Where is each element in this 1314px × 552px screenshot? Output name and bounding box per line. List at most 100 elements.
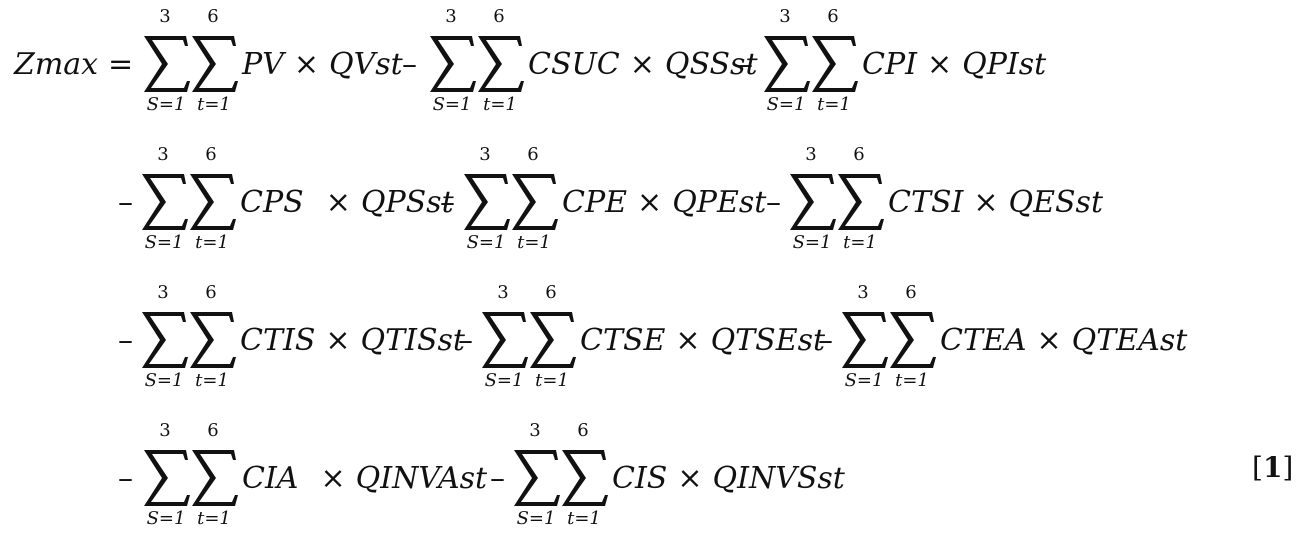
minus-sign: –	[440, 185, 455, 220]
summation-inner: 6 t=1	[888, 284, 938, 394]
summation-inner: 6 t=1	[190, 8, 240, 118]
summation-lower-limit: S=1	[432, 94, 472, 115]
summation-sign-icon	[514, 450, 560, 506]
summation-lower-limit: t=1	[483, 94, 517, 115]
summation-upper-limit: 3	[497, 282, 509, 303]
quantity-variable: QVst	[329, 47, 403, 82]
times-sign: ×	[325, 185, 351, 220]
summation-sign-icon	[512, 174, 558, 230]
summation-sign-icon	[482, 312, 528, 368]
equals-sign: =	[108, 47, 134, 82]
minus-sign: –	[738, 47, 753, 82]
summation-lower-limit: S=1	[484, 370, 524, 391]
summation-sign-icon	[142, 174, 188, 230]
times-sign: ×	[675, 323, 701, 358]
summation-inner: 6 t=1	[836, 146, 886, 256]
minus-sign: –	[458, 323, 473, 358]
cost-coefficient: CSUC	[528, 47, 620, 82]
times-sign: ×	[629, 47, 655, 82]
cost-coefficient: CPE	[562, 185, 628, 220]
summation-sign-icon	[842, 312, 888, 368]
summation-lower-limit: t=1	[817, 94, 851, 115]
summation-lower-limit: t=1	[567, 508, 601, 529]
summation-upper-limit: 6	[207, 6, 219, 27]
summation-lower-limit: t=1	[197, 508, 231, 529]
summation-sign-icon	[764, 36, 810, 92]
quantity-variable: QINVSst	[712, 461, 845, 496]
summation-upper-limit: 3	[157, 282, 169, 303]
cost-coefficient: CTSE	[580, 323, 666, 358]
summation-upper-limit: 6	[207, 420, 219, 441]
times-sign: ×	[637, 185, 663, 220]
times-sign: ×	[325, 323, 351, 358]
cost-coefficient: CPS	[240, 185, 304, 220]
minus-sign: –	[766, 185, 781, 220]
cost-coefficient: CPI	[862, 47, 917, 82]
summation-upper-limit: 6	[493, 6, 505, 27]
summation-lower-limit: S=1	[144, 232, 184, 253]
summation-upper-limit: 3	[159, 6, 171, 27]
summation-lower-limit: S=1	[766, 94, 806, 115]
quantity-variable: QPSst	[360, 185, 454, 220]
summation-sign-icon	[190, 174, 236, 230]
summation-upper-limit: 3	[479, 144, 491, 165]
minus-sign: –	[402, 47, 417, 82]
summation-sign-icon	[192, 450, 238, 506]
summation-upper-limit: 6	[853, 144, 865, 165]
summation-lower-limit: t=1	[197, 94, 231, 115]
equation-number-open-bracket: [	[1252, 451, 1263, 484]
summation-lower-limit: S=1	[144, 370, 184, 391]
summation-sign-icon	[464, 174, 510, 230]
summation-lower-limit: S=1	[792, 232, 832, 253]
times-sign: ×	[973, 185, 999, 220]
summation-sign-icon	[562, 450, 608, 506]
minus-sign: –	[818, 323, 833, 358]
times-sign: ×	[293, 47, 319, 82]
summation-lower-limit: S=1	[466, 232, 506, 253]
summation-upper-limit: 6	[905, 282, 917, 303]
quantity-variable: QPIst	[962, 47, 1047, 82]
quantity-variable: QPEst	[672, 185, 767, 220]
times-sign: ×	[320, 461, 346, 496]
cost-coefficient: CIA	[242, 461, 299, 496]
summation-lower-limit: S=1	[146, 94, 186, 115]
equation-number: [1]	[1252, 454, 1293, 482]
summation-upper-limit: 3	[159, 420, 171, 441]
times-sign: ×	[1036, 323, 1062, 358]
cost-coefficient: CTEA	[940, 323, 1027, 358]
summation-upper-limit: 3	[157, 144, 169, 165]
summation-sign-icon	[190, 312, 236, 368]
summation-upper-limit: 6	[527, 144, 539, 165]
summation-sign-icon	[430, 36, 476, 92]
summation-lower-limit: t=1	[895, 370, 929, 391]
minus-sign: –	[118, 461, 133, 496]
summation-lower-limit: t=1	[843, 232, 877, 253]
summation-lower-limit: t=1	[535, 370, 569, 391]
quantity-variable: QTISst	[360, 323, 465, 358]
cost-coefficient: CTSI	[888, 185, 964, 220]
summation-inner: 6 t=1	[190, 422, 240, 532]
quantity-variable: QSSst	[664, 47, 758, 82]
cost-coefficient: CTIS	[240, 323, 316, 358]
summation-sign-icon	[144, 450, 190, 506]
summation-inner: 6 t=1	[476, 8, 526, 118]
